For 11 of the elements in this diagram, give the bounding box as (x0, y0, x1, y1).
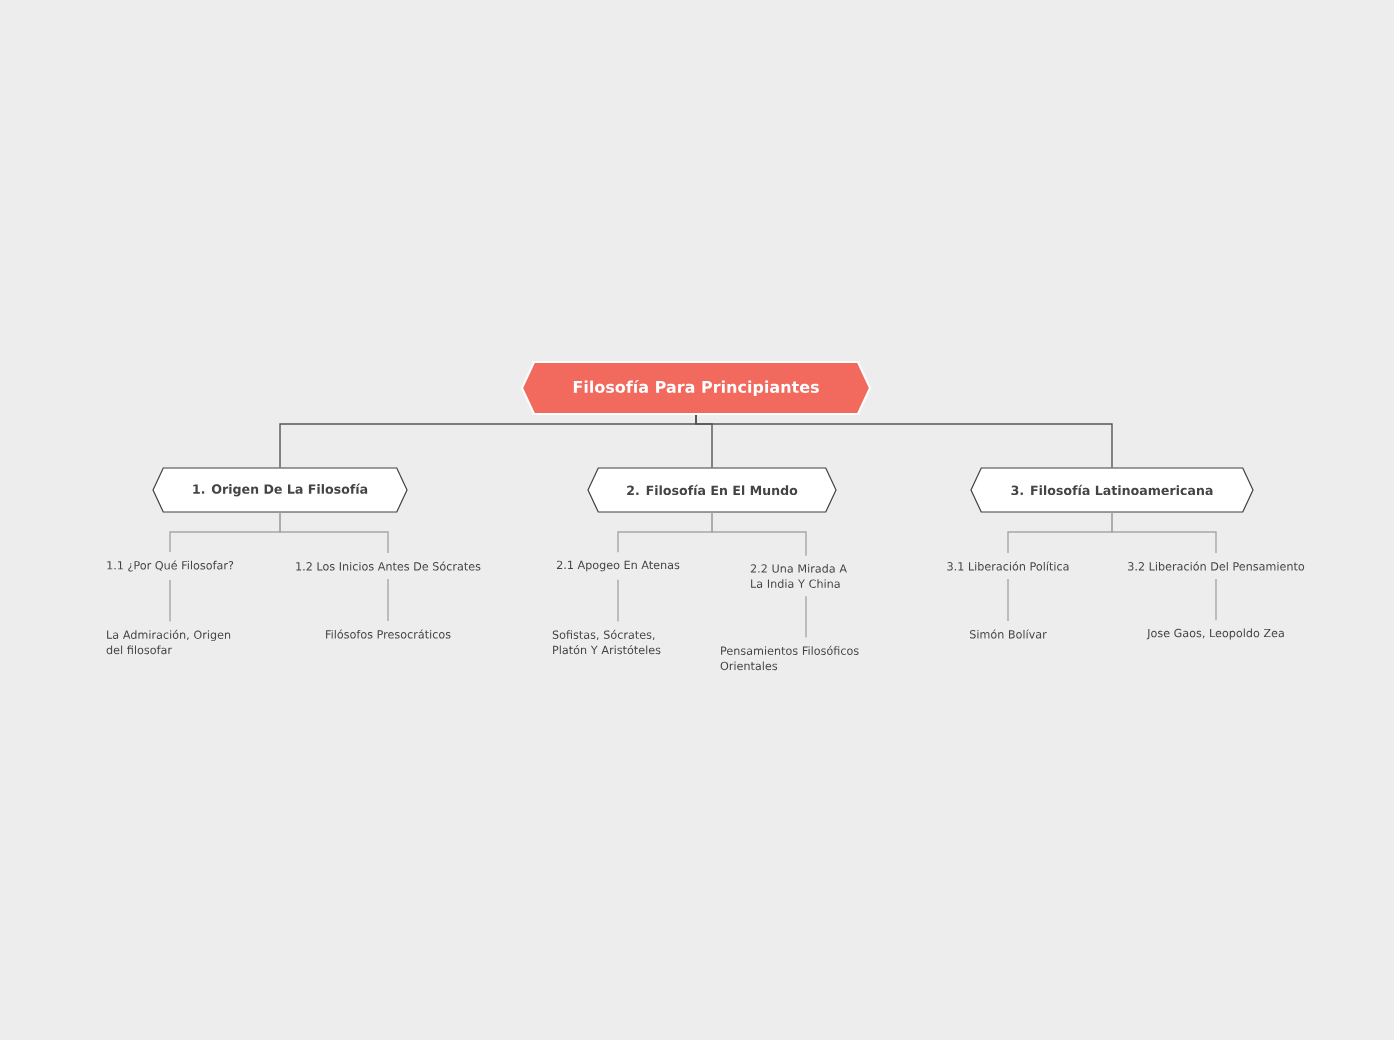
connector-line (1215, 578, 1217, 621)
central-topic: Filosofía Para Principiantes (520, 361, 872, 415)
connector-line (387, 578, 389, 622)
connector-line (695, 414, 1113, 469)
connector-line (169, 579, 171, 623)
connector-line (805, 595, 807, 639)
connector-line (279, 511, 389, 554)
connector-line (1007, 578, 1009, 622)
connector-line (1111, 511, 1217, 554)
connector-line (711, 511, 807, 557)
connector-line (617, 579, 619, 623)
